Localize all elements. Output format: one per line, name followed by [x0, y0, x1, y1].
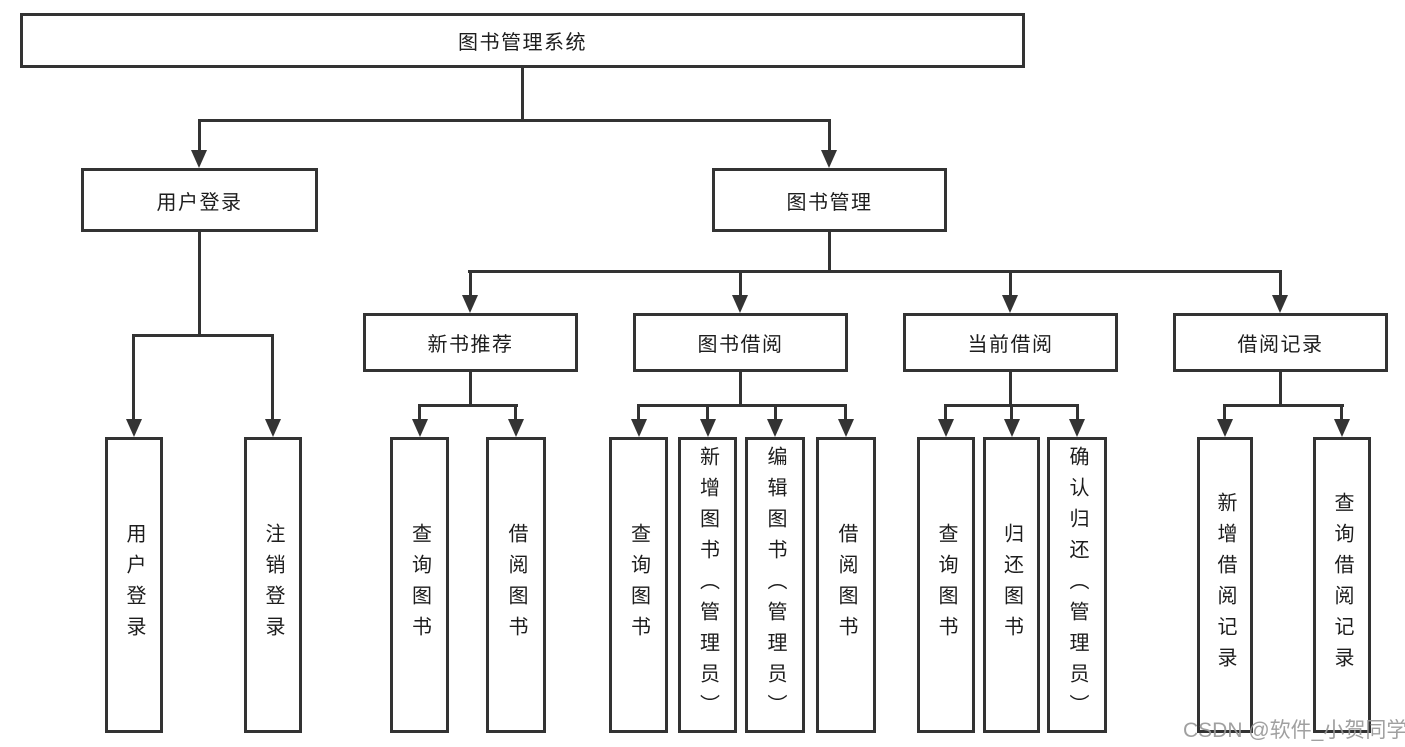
- arrow-down-icon: [265, 419, 281, 437]
- connector-line: [1009, 372, 1012, 407]
- node-current-borrowing-label: 当前借阅: [967, 334, 1054, 356]
- node-user-login-label: 用户登录: [156, 191, 243, 214]
- leaf-add-borrow-record: 新增借阅记录: [1197, 437, 1253, 733]
- leaf-borrow-books-newbook: 借阅图书: [486, 437, 546, 733]
- arrow-down-icon: [1069, 419, 1085, 437]
- connector-line: [198, 119, 831, 122]
- node-book-borrowing-label: 图书借阅: [697, 334, 784, 356]
- node-library-system-label: 图书管理系统: [458, 32, 587, 54]
- connector-line: [468, 270, 1282, 273]
- leaf-query-borrow-record: 查询借阅记录: [1313, 437, 1371, 733]
- leaf-edit-books-admin: 编辑图书（管理员）: [745, 437, 805, 733]
- node-book-management-label: 图书管理: [786, 191, 873, 214]
- connector-line: [1223, 407, 1226, 419]
- connector-line: [132, 337, 135, 419]
- leaf-query-borrow-record-label: 查询借阅记录: [1331, 492, 1353, 678]
- leaf-confirm-return-admin: 确认归还（管理员）: [1047, 437, 1107, 733]
- connector-line: [198, 122, 201, 150]
- leaf-query-books-borrow: 查询图书: [609, 437, 668, 733]
- leaf-borrow-books-borrow-label: 借阅图书: [835, 523, 857, 647]
- arrow-down-icon: [838, 419, 854, 437]
- leaf-add-books-admin-label: 新增图书（管理员）: [696, 445, 719, 725]
- arrow-down-icon: [631, 419, 647, 437]
- leaf-edit-books-admin-label: 编辑图书（管理员）: [764, 445, 786, 725]
- node-new-book-recommend-label: 新书推荐: [427, 334, 514, 356]
- connector-line: [1279, 273, 1282, 295]
- connector-line: [271, 337, 274, 419]
- leaf-add-books-admin: 新增图书（管理员）: [678, 437, 737, 733]
- connector-line: [828, 232, 831, 273]
- arrow-down-icon: [700, 419, 716, 437]
- arrow-down-icon: [508, 419, 524, 437]
- connector-line: [469, 273, 472, 295]
- connector-line: [514, 407, 517, 419]
- leaf-query-books-borrow-label: 查询图书: [627, 523, 650, 647]
- arrow-down-icon: [938, 419, 954, 437]
- connector-line: [418, 404, 518, 407]
- leaf-return-books-label: 归还图书: [1000, 523, 1023, 647]
- leaf-logout-login-label: 注销登录: [262, 523, 284, 647]
- connector-line: [418, 407, 421, 419]
- connector-line: [637, 404, 847, 407]
- connector-line: [1009, 273, 1012, 295]
- connector-line: [844, 407, 847, 419]
- node-user-login: 用户登录: [81, 168, 318, 232]
- connector-line: [828, 122, 831, 150]
- arrow-down-icon: [767, 419, 783, 437]
- arrow-down-icon: [462, 295, 478, 313]
- node-book-borrowing: 图书借阅: [633, 313, 848, 372]
- arrow-down-icon: [1004, 419, 1020, 437]
- connector-line: [1279, 372, 1282, 407]
- node-book-management: 图书管理: [712, 168, 947, 232]
- arrow-down-icon: [191, 150, 207, 168]
- arrow-down-icon: [126, 419, 142, 437]
- node-current-borrowing: 当前借阅: [903, 313, 1118, 372]
- leaf-query-books-current-label: 查询图书: [935, 523, 957, 647]
- connector-line: [198, 232, 201, 337]
- csdn-watermark: CSDN @软件_小贺同学: [1183, 719, 1405, 742]
- connector-line: [637, 407, 640, 419]
- leaf-confirm-return-admin-label: 确认归还（管理员）: [1066, 445, 1088, 725]
- leaf-query-books-newbook: 查询图书: [390, 437, 449, 733]
- connector-line: [1010, 407, 1013, 419]
- connector-line: [739, 273, 742, 295]
- leaf-query-books-current: 查询图书: [917, 437, 975, 733]
- leaf-query-books-newbook-label: 查询图书: [408, 523, 431, 647]
- leaf-logout-login: 注销登录: [244, 437, 302, 733]
- connector-line: [469, 372, 472, 407]
- arrow-down-icon: [1334, 419, 1350, 437]
- connector-line: [521, 68, 524, 122]
- arrow-down-icon: [821, 150, 837, 168]
- connector-line: [944, 404, 1079, 407]
- arrow-down-icon: [1272, 295, 1288, 313]
- arrow-down-icon: [1217, 419, 1233, 437]
- leaf-user-login: 用户登录: [105, 437, 163, 733]
- connector-line: [1340, 407, 1343, 419]
- arrow-down-icon: [732, 295, 748, 313]
- connector-line: [774, 407, 777, 419]
- leaf-add-borrow-record-label: 新增借阅记录: [1214, 492, 1236, 678]
- connector-line: [944, 407, 947, 419]
- connector-line: [1076, 407, 1079, 419]
- node-borrowing-records: 借阅记录: [1173, 313, 1388, 372]
- arrow-down-icon: [1002, 295, 1018, 313]
- connector-line: [132, 334, 274, 337]
- leaf-borrow-books-borrow: 借阅图书: [816, 437, 876, 733]
- leaf-user-login-label: 用户登录: [123, 523, 145, 647]
- node-library-system: 图书管理系统: [20, 13, 1025, 68]
- arrow-down-icon: [412, 419, 428, 437]
- connector-line: [739, 372, 742, 407]
- connector-line: [1223, 404, 1344, 407]
- connector-line: [706, 407, 709, 419]
- node-borrowing-records-label: 借阅记录: [1237, 334, 1324, 356]
- leaf-borrow-books-newbook-label: 借阅图书: [505, 523, 527, 647]
- node-new-book-recommend: 新书推荐: [363, 313, 578, 372]
- leaf-return-books: 归还图书: [983, 437, 1040, 733]
